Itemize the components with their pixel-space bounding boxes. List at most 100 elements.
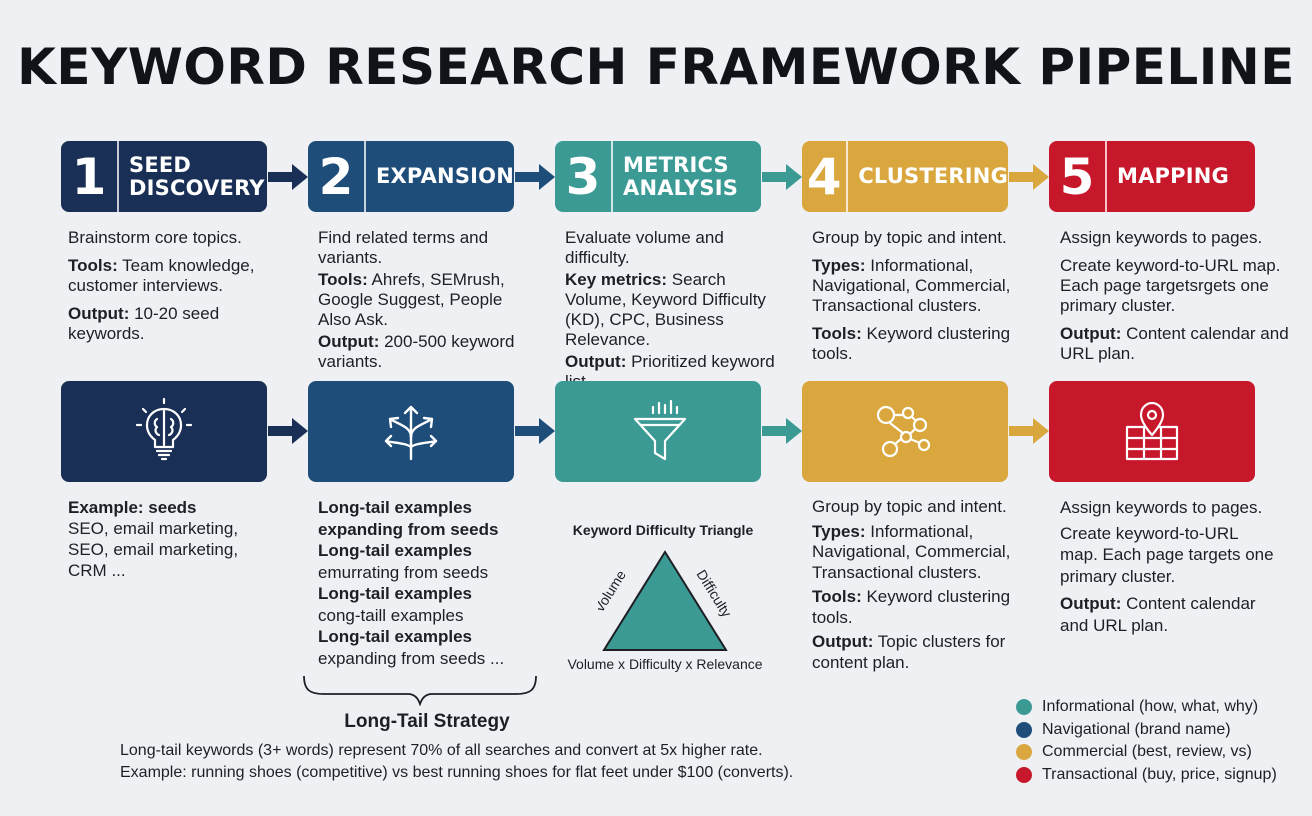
mapping-details: Assign keywords to pages. Create keyword… <box>1060 497 1280 644</box>
step-5-label: MAPPING <box>1117 164 1229 188</box>
funnel-chart-icon <box>633 399 687 460</box>
step-5-description: Assign keywords to pages. Create keyword… <box>1060 228 1290 372</box>
legend-dot <box>1016 766 1032 783</box>
clustering-types: Informational, Navigational, Commercial,… <box>812 521 1011 582</box>
longtail-examples: Long-tail examples expanding from seeds … <box>318 497 548 669</box>
mapping-output: Content calendar and URL plan. <box>1060 594 1256 635</box>
brain-lightbulb-icon <box>135 397 193 460</box>
cluster-nodes-icon <box>876 405 931 457</box>
legend-label: Commercial (best, review, vs) <box>1042 743 1252 761</box>
types-label: Types: <box>812 521 866 541</box>
step-3-label: METRICS ANALYSIS <box>623 152 739 200</box>
page-title: KEYWORD RESEARCH FRAMEWORK PIPELINE <box>17 38 1295 96</box>
step-2-tools: Ahrefs, SEMrush, Google Suggest, People … <box>318 270 505 329</box>
arrow-right-icon <box>515 164 555 190</box>
strategy-line-1: Long-tail keywords (3+ words) represent … <box>120 742 763 759</box>
seed-examples-heading: Example: seeds <box>68 498 197 517</box>
output-label: Output: <box>68 304 130 323</box>
tools-label: Tools: <box>318 270 368 289</box>
arrow-right-icon <box>762 418 802 444</box>
step-2-description: Find related terms and variants. Tools: … <box>318 228 533 380</box>
legend-label: Informational (how, what, why) <box>1042 698 1259 716</box>
step-3-description: Evaluate volume and difficulty. Key metr… <box>565 228 785 400</box>
step-1-description: Brainstorm core topics. Tools: Team know… <box>68 228 294 352</box>
output-label: Output: <box>1060 594 1122 613</box>
legend-dot <box>1016 744 1032 761</box>
seed-example-line: SEO, email marketing, <box>68 540 239 559</box>
output-label: Output: <box>565 352 627 371</box>
mapping-intro: Assign keywords to pages. <box>1060 498 1263 517</box>
tools-label: Tools: <box>812 587 862 606</box>
step-4-label: CLUSTERING <box>858 164 1008 188</box>
step-1-header: 1 SEED DISCOVERY <box>61 141 267 212</box>
step-4-header: 4 CLUSTERING <box>802 141 1008 212</box>
output-label: Output: <box>812 632 874 651</box>
step-5-icon-box <box>1049 381 1255 482</box>
longtail-line: expanding from seeds ... <box>318 648 505 668</box>
legend-dot <box>1016 699 1032 716</box>
longtail-line: emurrating from seeds <box>318 562 489 582</box>
step-2-output: 200-500 keyword variants. <box>318 332 515 371</box>
legend-item: Transactional (buy, price, signup) <box>1016 764 1277 787</box>
legend-dot <box>1016 721 1032 738</box>
longtail-line: Long-tail examples <box>318 584 472 603</box>
step-4-types: Informational, Navigational, Commercial,… <box>812 256 1011 315</box>
output-label: Output: <box>1060 324 1122 343</box>
seed-example-line: CRM ... <box>68 561 126 580</box>
arrow-right-icon <box>515 418 555 444</box>
metrics-label: Key metrics: <box>565 270 668 289</box>
step-1-icon-box <box>61 381 267 482</box>
legend-item: Informational (how, what, why) <box>1016 696 1277 719</box>
triangle-shape <box>602 550 728 651</box>
step-2-intro: Find related terms and variants. <box>318 228 489 267</box>
step-2-header: 2 EXPANSION <box>308 141 514 212</box>
arrow-right-icon <box>1009 164 1049 190</box>
legend-item: Commercial (best, review, vs) <box>1016 741 1277 764</box>
clustering-details: Group by topic and intent. Types: Inform… <box>812 497 1032 681</box>
triangle-left-label: Volume <box>598 567 629 615</box>
step-1-label: SEED DISCOVERY <box>129 152 265 200</box>
branching-arrows-icon <box>384 405 438 460</box>
longtail-line: cong-taill examples <box>318 605 464 625</box>
step-1-intro: Brainstorm core topics. <box>68 228 242 247</box>
legend-label: Navigational (brand name) <box>1042 720 1231 738</box>
triangle-title: Keyword Difficulty Triangle <box>572 522 754 538</box>
curly-brace <box>303 675 537 706</box>
step-2-number: 2 <box>308 141 366 212</box>
clustering-intro: Group by topic and intent. <box>812 497 1007 516</box>
step-4-description: Group by topic and intent. Types: Inform… <box>812 228 1027 372</box>
types-label: Types: <box>812 256 866 275</box>
step-3-icon-box <box>555 381 761 482</box>
output-label: Output: <box>318 332 380 351</box>
arrow-right-icon <box>268 164 308 190</box>
step-5-intro: Assign keywords to pages. <box>1060 228 1263 247</box>
step-1-tools: Team knowledge, customer interviews. <box>68 256 255 295</box>
step-4-icon-box <box>802 381 1008 482</box>
arrow-right-icon <box>762 164 802 190</box>
step-4-tools: Keyword clustering tools. <box>812 324 1011 363</box>
step-3-intro: Evaluate volume and difficulty. <box>565 228 724 267</box>
step-4-intro: Group by topic and intent. <box>812 228 1007 247</box>
map-pin-grid-icon <box>1125 401 1179 460</box>
triangle-bottom-label: Volume x Difficulty x Relevance <box>567 656 763 672</box>
strategy-title: Long-Tail Strategy <box>344 711 510 732</box>
clustering-output: Topic clusters for content plan. <box>812 632 1006 672</box>
arrow-right-icon <box>1009 418 1049 444</box>
step-3-header: 3 METRICS ANALYSIS <box>555 141 761 212</box>
legend-label: Transactional (buy, price, signup) <box>1042 765 1277 783</box>
step-2-icon-box <box>308 381 514 482</box>
step-5-header: 5 MAPPING <box>1049 141 1255 212</box>
clustering-tools: Keyword clustering tools. <box>812 587 1011 627</box>
longtail-line: Long-tail examples <box>318 627 472 646</box>
tools-label: Tools: <box>812 324 862 343</box>
seed-example-line: SEO, email marketing, <box>68 519 239 538</box>
legend-item: Navigational (brand name) <box>1016 719 1277 742</box>
step-3-number: 3 <box>555 141 613 212</box>
arrow-right-icon <box>268 418 308 444</box>
step-1-number: 1 <box>61 141 119 212</box>
step-1-output: 10-20 seed keywords. <box>68 304 220 343</box>
step-4-number: 4 <box>802 141 849 212</box>
mapping-desc: Create keyword-to-URL map. Each page tar… <box>1060 523 1274 586</box>
step-2-label: EXPANSION <box>376 164 514 188</box>
difficulty-triangle: Volume Difficulty <box>598 550 732 651</box>
